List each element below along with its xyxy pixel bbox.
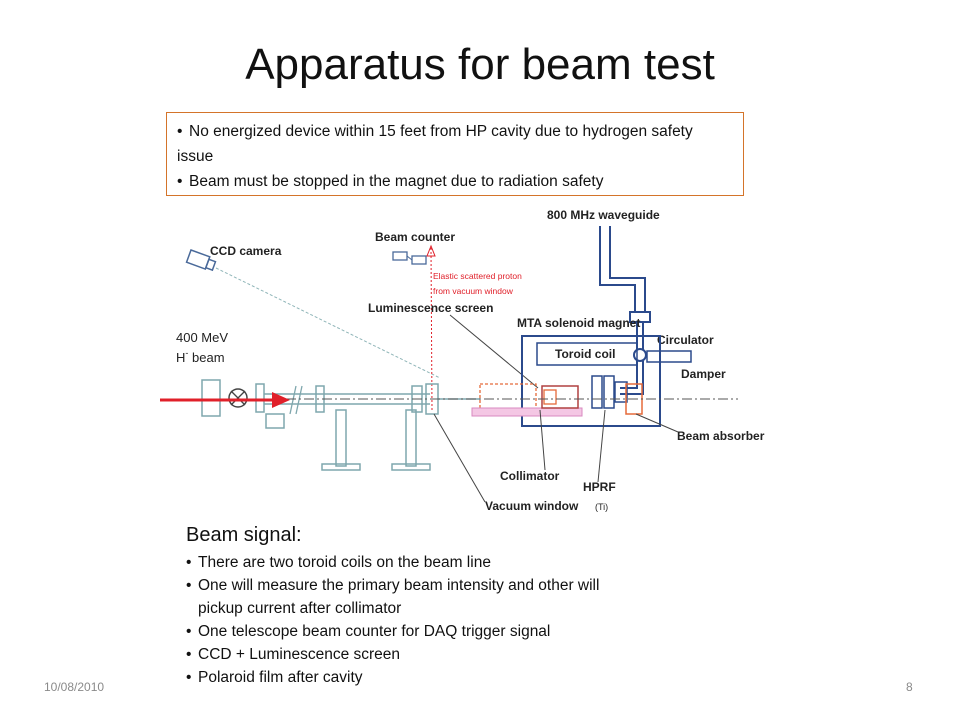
toroid-coil-box [536, 342, 638, 366]
beam-absorber-label: Beam absorber [677, 429, 765, 443]
beam-signal-title: Beam signal: [186, 524, 302, 546]
beamline-equipment [201, 379, 480, 471]
beam-energy-label: 400 MeV [176, 330, 228, 345]
waveguide-label: 800 MHz waveguide [547, 208, 660, 222]
vacuum-window-leader [433, 413, 486, 503]
hprf-cavity-plate-2 [603, 375, 615, 409]
scattered-arrowhead [426, 244, 436, 257]
safety-note-2: •Beam must be stopped in the magnet due … [177, 173, 604, 190]
signal-item-2-cont: pickup current after collimator [198, 600, 402, 617]
signal-item-1: •There are two toroid coils on the beam … [186, 554, 491, 571]
ccd-camera-icon [185, 249, 217, 272]
signal-item-5: •Polaroid film after cavity [186, 669, 363, 686]
beam-counter-label: Beam counter [375, 230, 455, 244]
waveguide-flange [629, 311, 651, 323]
waveguide-to-cavity [620, 361, 644, 395]
vacuum-window-material: (Ti) [595, 502, 608, 512]
slide-title: Apparatus for beam test [245, 40, 715, 89]
luminescence-leader [449, 314, 539, 389]
safety-note-1: •No energized device within 15 feet from… [177, 123, 693, 165]
collimator-outline [479, 383, 537, 411]
camera-sightline [215, 267, 441, 379]
vacuum-window-label: Vacuum window [485, 499, 579, 513]
elastic-label-1: Elastic scattered proton [433, 271, 522, 281]
footer-date: 10/08/2010 [44, 680, 105, 694]
signal-item-2: •One will measure the primary beam inten… [186, 577, 600, 594]
scattered-proton-path [430, 247, 433, 411]
ccd-camera-label: CCD camera [210, 244, 282, 258]
elastic-label-2: from vacuum window [433, 286, 514, 296]
collimator-leader [539, 409, 546, 471]
safety-notes-box: •No energized device within 15 feet from… [166, 112, 744, 196]
beam-arrow-head [272, 392, 290, 408]
damper-label: Damper [681, 367, 726, 381]
collimator-body [541, 385, 579, 409]
hprf-flange [614, 381, 628, 403]
collimator-core [543, 389, 557, 405]
mta-solenoid-magnet [521, 335, 661, 427]
hprf-label: HPRF [583, 480, 616, 494]
page-number: 8 [906, 680, 913, 694]
damper-icon [646, 350, 692, 363]
hprf-cavity-plate-1 [591, 375, 603, 409]
luminescence-screen-label: Luminescence screen [368, 301, 493, 315]
circulator-icon [633, 348, 647, 362]
waveguide-shape [599, 226, 646, 312]
mta-magnet-label: MTA solenoid magnet [517, 316, 640, 330]
toroid-coil-label: Toroid coil [555, 347, 615, 361]
beam-pipe-pink [471, 407, 583, 417]
beam-counter-icon [392, 251, 427, 265]
signal-item-3: •One telescope beam counter for DAQ trig… [186, 623, 551, 640]
circulator-label: Circulator [657, 333, 714, 347]
absorber-leader [635, 413, 679, 433]
beam-species-label: H- beam [176, 348, 225, 365]
beam-signal-section: Beam signal: •There are two toroid coils… [186, 524, 786, 689]
apparatus-diagram: CCD camera Beam counter Elastic scattere… [160, 208, 765, 513]
signal-item-4: •CCD + Luminescence screen [186, 646, 401, 663]
hprf-leader [597, 409, 606, 483]
collimator-label: Collimator [500, 469, 560, 483]
